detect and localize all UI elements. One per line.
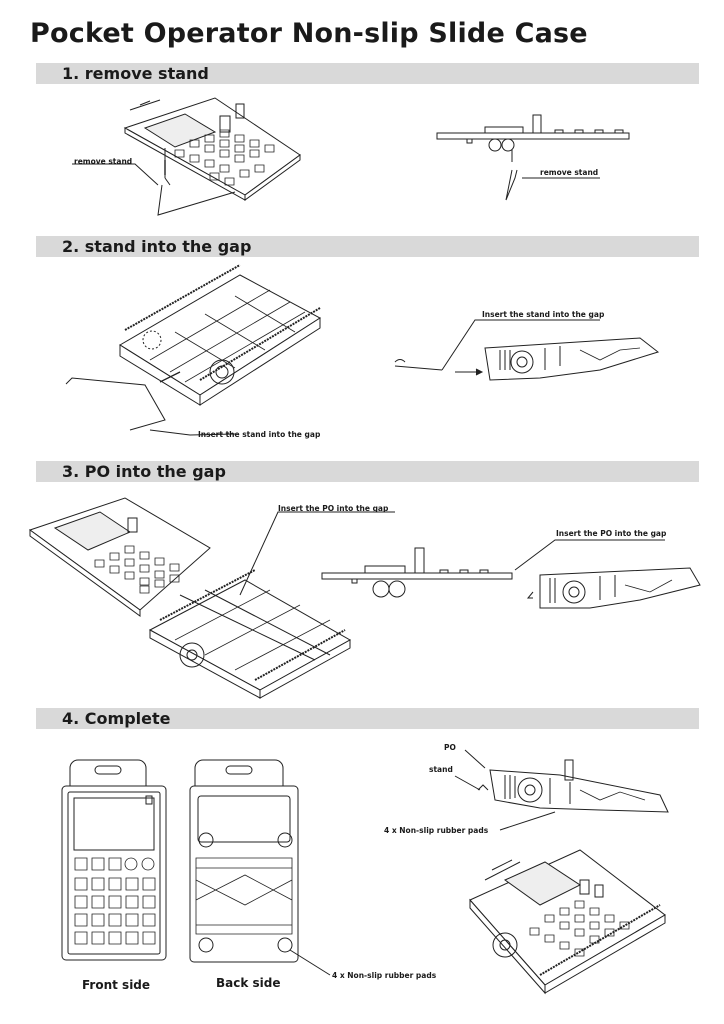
insert-stand-label-left: Insert the stand into the gap	[198, 430, 321, 439]
step-2-heading: 2. stand into the gap	[62, 237, 252, 256]
step-1-bar: 1. remove stand	[36, 63, 699, 84]
assembled-isometric	[470, 850, 665, 993]
remove-stand-label-right: remove stand	[540, 168, 599, 177]
remove-stand-label-left: remove stand	[74, 157, 133, 166]
step-4-heading: 4. Complete	[62, 709, 171, 728]
insert-po-label-right: Insert the PO into the gap	[556, 529, 667, 538]
po-side-view-step1	[437, 115, 629, 200]
stand-label: stand	[429, 765, 453, 774]
po-device-isometric-step1	[72, 98, 300, 215]
step-4-bar: 4. Complete	[36, 708, 699, 729]
rubber-pads-label-side: 4 x Non-slip rubber pads	[384, 826, 489, 835]
step-1-heading: 1. remove stand	[62, 64, 209, 83]
step-3-heading: 3. PO into the gap	[62, 462, 226, 481]
back-side-caption: Back side	[216, 976, 281, 990]
insert-po-label-left: Insert the PO into the gap	[278, 504, 389, 513]
step-2-bar: 2. stand into the gap	[36, 236, 699, 257]
page-title: Pocket Operator Non-slip Slide Case	[30, 18, 588, 49]
assembled-side-view	[455, 750, 668, 830]
case-side-view-step3	[515, 540, 700, 608]
front-side-caption: Front side	[82, 978, 151, 992]
po-and-case-isometric-step3	[30, 498, 395, 698]
slide-case-isometric-step2	[66, 265, 320, 435]
po-label: PO	[444, 743, 456, 752]
front-side-view	[62, 760, 166, 960]
step-3-bar: 3. PO into the gap	[36, 461, 699, 482]
po-side-view-step3	[322, 548, 512, 597]
slide-case-side-step2	[395, 320, 658, 380]
back-side-view	[190, 760, 330, 975]
insert-stand-label-right: Insert the stand into the gap	[482, 310, 605, 319]
rubber-pads-label-back: 4 x Non-slip rubber pads	[332, 971, 437, 980]
